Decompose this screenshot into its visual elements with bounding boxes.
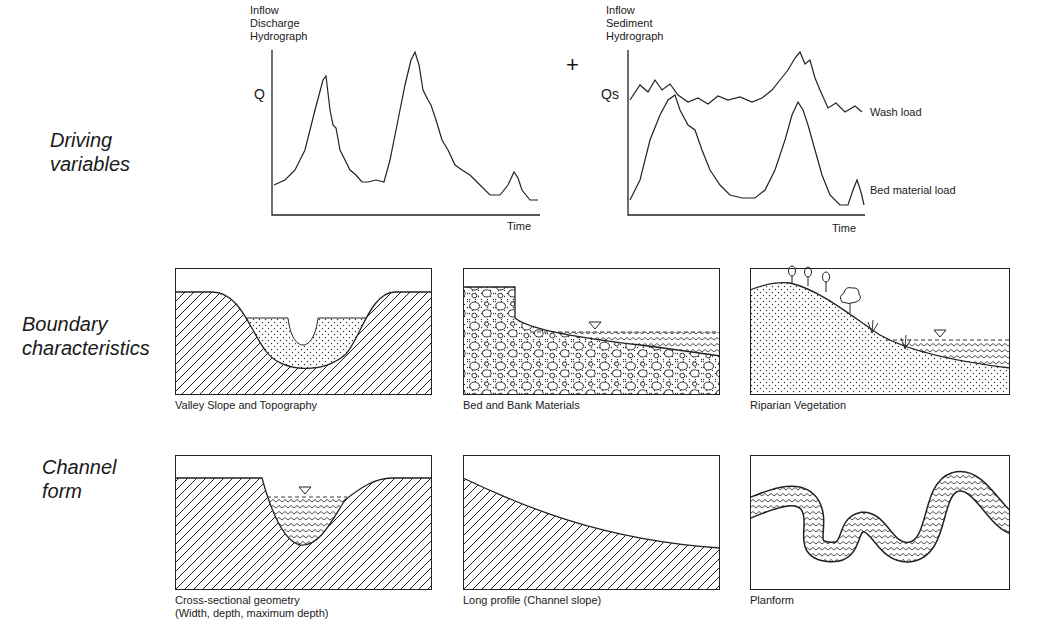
panel-frame	[750, 455, 1010, 590]
illustration-panel: Riparian Vegetation	[750, 268, 1010, 412]
bed-load-curve	[630, 95, 864, 205]
panel-caption: Valley Slope and Topography	[175, 399, 432, 412]
illustration-panel: Bed and Bank Materials	[463, 268, 720, 412]
illustration-panel: Long profile (Channel slope)	[463, 455, 720, 607]
channel-outline	[175, 478, 432, 545]
water-surface	[267, 497, 347, 498]
profile-hatching	[463, 478, 720, 590]
water	[860, 340, 1010, 375]
illustration-panel: Valley Slope and Topography	[175, 268, 432, 412]
hydrograph-axes	[628, 50, 865, 215]
panel-frame	[463, 268, 720, 395]
bank-outline	[463, 287, 720, 356]
panel-caption: Bed and Bank Materials	[463, 399, 720, 412]
illustration-panel: Planform	[750, 455, 1010, 607]
water-level-symbol	[934, 330, 946, 337]
panel-caption: Long profile (Channel slope)	[463, 594, 720, 607]
water-level-symbol	[299, 487, 311, 494]
illustration-panel: Cross-sectional geometry (Width, depth, …	[175, 455, 432, 620]
panel-caption: Cross-sectional geometry (Width, depth, …	[175, 594, 333, 620]
hydrograph-axes	[272, 50, 540, 215]
water-surface	[886, 340, 1010, 341]
discharge-curve	[274, 52, 538, 200]
panel-frame	[463, 455, 720, 590]
water	[515, 332, 720, 362]
bank-sediment	[750, 283, 1010, 395]
panel-frame	[750, 268, 1010, 395]
water-level-symbol	[589, 322, 601, 329]
channel-hatching	[175, 478, 432, 590]
panel-caption: Riparian Vegetation	[750, 399, 1010, 412]
panel-frame	[175, 268, 432, 395]
cobble-bank	[463, 287, 720, 395]
valley-outline	[175, 292, 432, 368]
bank-outline	[750, 283, 1010, 368]
trees	[789, 266, 861, 313]
panel-frame	[175, 455, 432, 590]
meandering-channel	[751, 481, 1009, 552]
reeds	[868, 320, 911, 349]
wash-load-curve	[630, 52, 862, 112]
bedrock-hatching	[175, 292, 432, 395]
panel-caption: Planform	[750, 594, 1010, 607]
profile-outline	[463, 478, 720, 548]
